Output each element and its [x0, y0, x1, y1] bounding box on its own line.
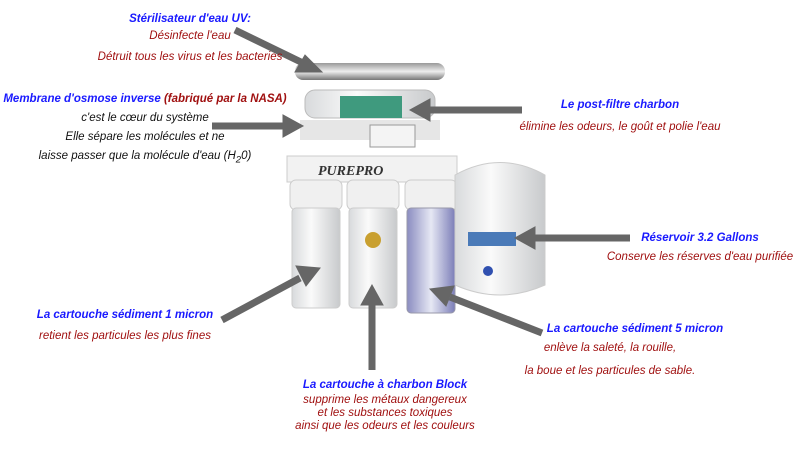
membrane-line: c'est le cœur du système: [81, 112, 209, 124]
sediment5-line: la boue et les particules de sable.: [524, 365, 696, 377]
membrane-title: Membrane d'osmose inverse: [3, 93, 161, 105]
label-sediment5: La cartouche sédiment 5 micron enlève la…: [520, 320, 750, 381]
label-sediment1: La cartouche sédiment 1 micron retient l…: [0, 306, 250, 346]
sediment5-title: La cartouche sédiment 5 micron: [546, 323, 724, 335]
uv-title: Stérilisateur d'eau UV:: [129, 13, 251, 25]
reservoir-line: Conserve les réserves d'eau purifiée: [606, 251, 794, 263]
postfilter-line: élimine les odeurs, le goût et polie l'e…: [519, 121, 721, 133]
arrow-carbon-head: [360, 283, 384, 306]
arrow-uv: [233, 26, 307, 68]
carbon-line: supprime les métaux dangereux: [303, 394, 467, 406]
arrow-sediment5: [448, 293, 544, 337]
reservoir-title: Réservoir 3.2 Gallons: [641, 232, 759, 244]
membrane-line: Elle sépare les molécules et ne: [65, 131, 225, 143]
label-membrane: Membrane d'osmose inverse (fabriqué par …: [0, 90, 290, 169]
sediment1-title: La cartouche sédiment 1 micron: [36, 309, 214, 321]
label-postfilter: Le post-filtre charbon élimine les odeur…: [490, 96, 750, 137]
arrow-membrane-head: [282, 114, 305, 138]
carbon-title: La cartouche à charbon Block: [302, 379, 468, 391]
membrane-note: (fabriqué par la NASA): [163, 93, 287, 105]
label-uv: Stérilisateur d'eau UV: Désinfecte l'eau…: [40, 10, 340, 67]
carbon-line: ainsi que les odeurs et les couleurs: [295, 420, 475, 432]
arrow-sediment1-head: [295, 265, 321, 287]
membrane-line: laisse passer que la molécule d'eau (H20…: [38, 150, 252, 166]
mounting-bracket: PUREPRO: [286, 155, 458, 183]
filter-housing-2: [346, 179, 400, 309]
uv-sterilizer: [295, 63, 445, 80]
membrane-housing: [304, 89, 436, 119]
arrow-postfilter-head: [408, 98, 431, 122]
carbon-line: et les substances toxiques: [317, 407, 453, 419]
brand-logo: PUREPRO: [318, 164, 383, 179]
uv-line: Détruit tous les virus et les bacteries: [97, 51, 283, 63]
arrow-uv-head: [294, 54, 324, 73]
arrow-reservoir-head: [513, 226, 536, 250]
filter-housing-1: [289, 179, 343, 309]
label-reservoir: Réservoir 3.2 Gallons Conserve les réser…: [600, 229, 800, 267]
sediment5-line: enlève la saleté, la rouille,: [543, 342, 677, 354]
filter-housing-3: [404, 179, 458, 314]
arrow-sediment1: [220, 274, 302, 324]
arrows: [212, 26, 630, 370]
storage-tank: [454, 162, 546, 296]
label-carbon: La cartouche à charbon Block supprime le…: [270, 376, 500, 433]
postfilter-title: Le post-filtre charbon: [560, 99, 680, 111]
arrow-sediment5-head: [428, 285, 455, 307]
uv-line: Désinfecte l'eau: [149, 30, 231, 42]
sediment1-line: retient les particules les plus fines: [39, 330, 211, 342]
